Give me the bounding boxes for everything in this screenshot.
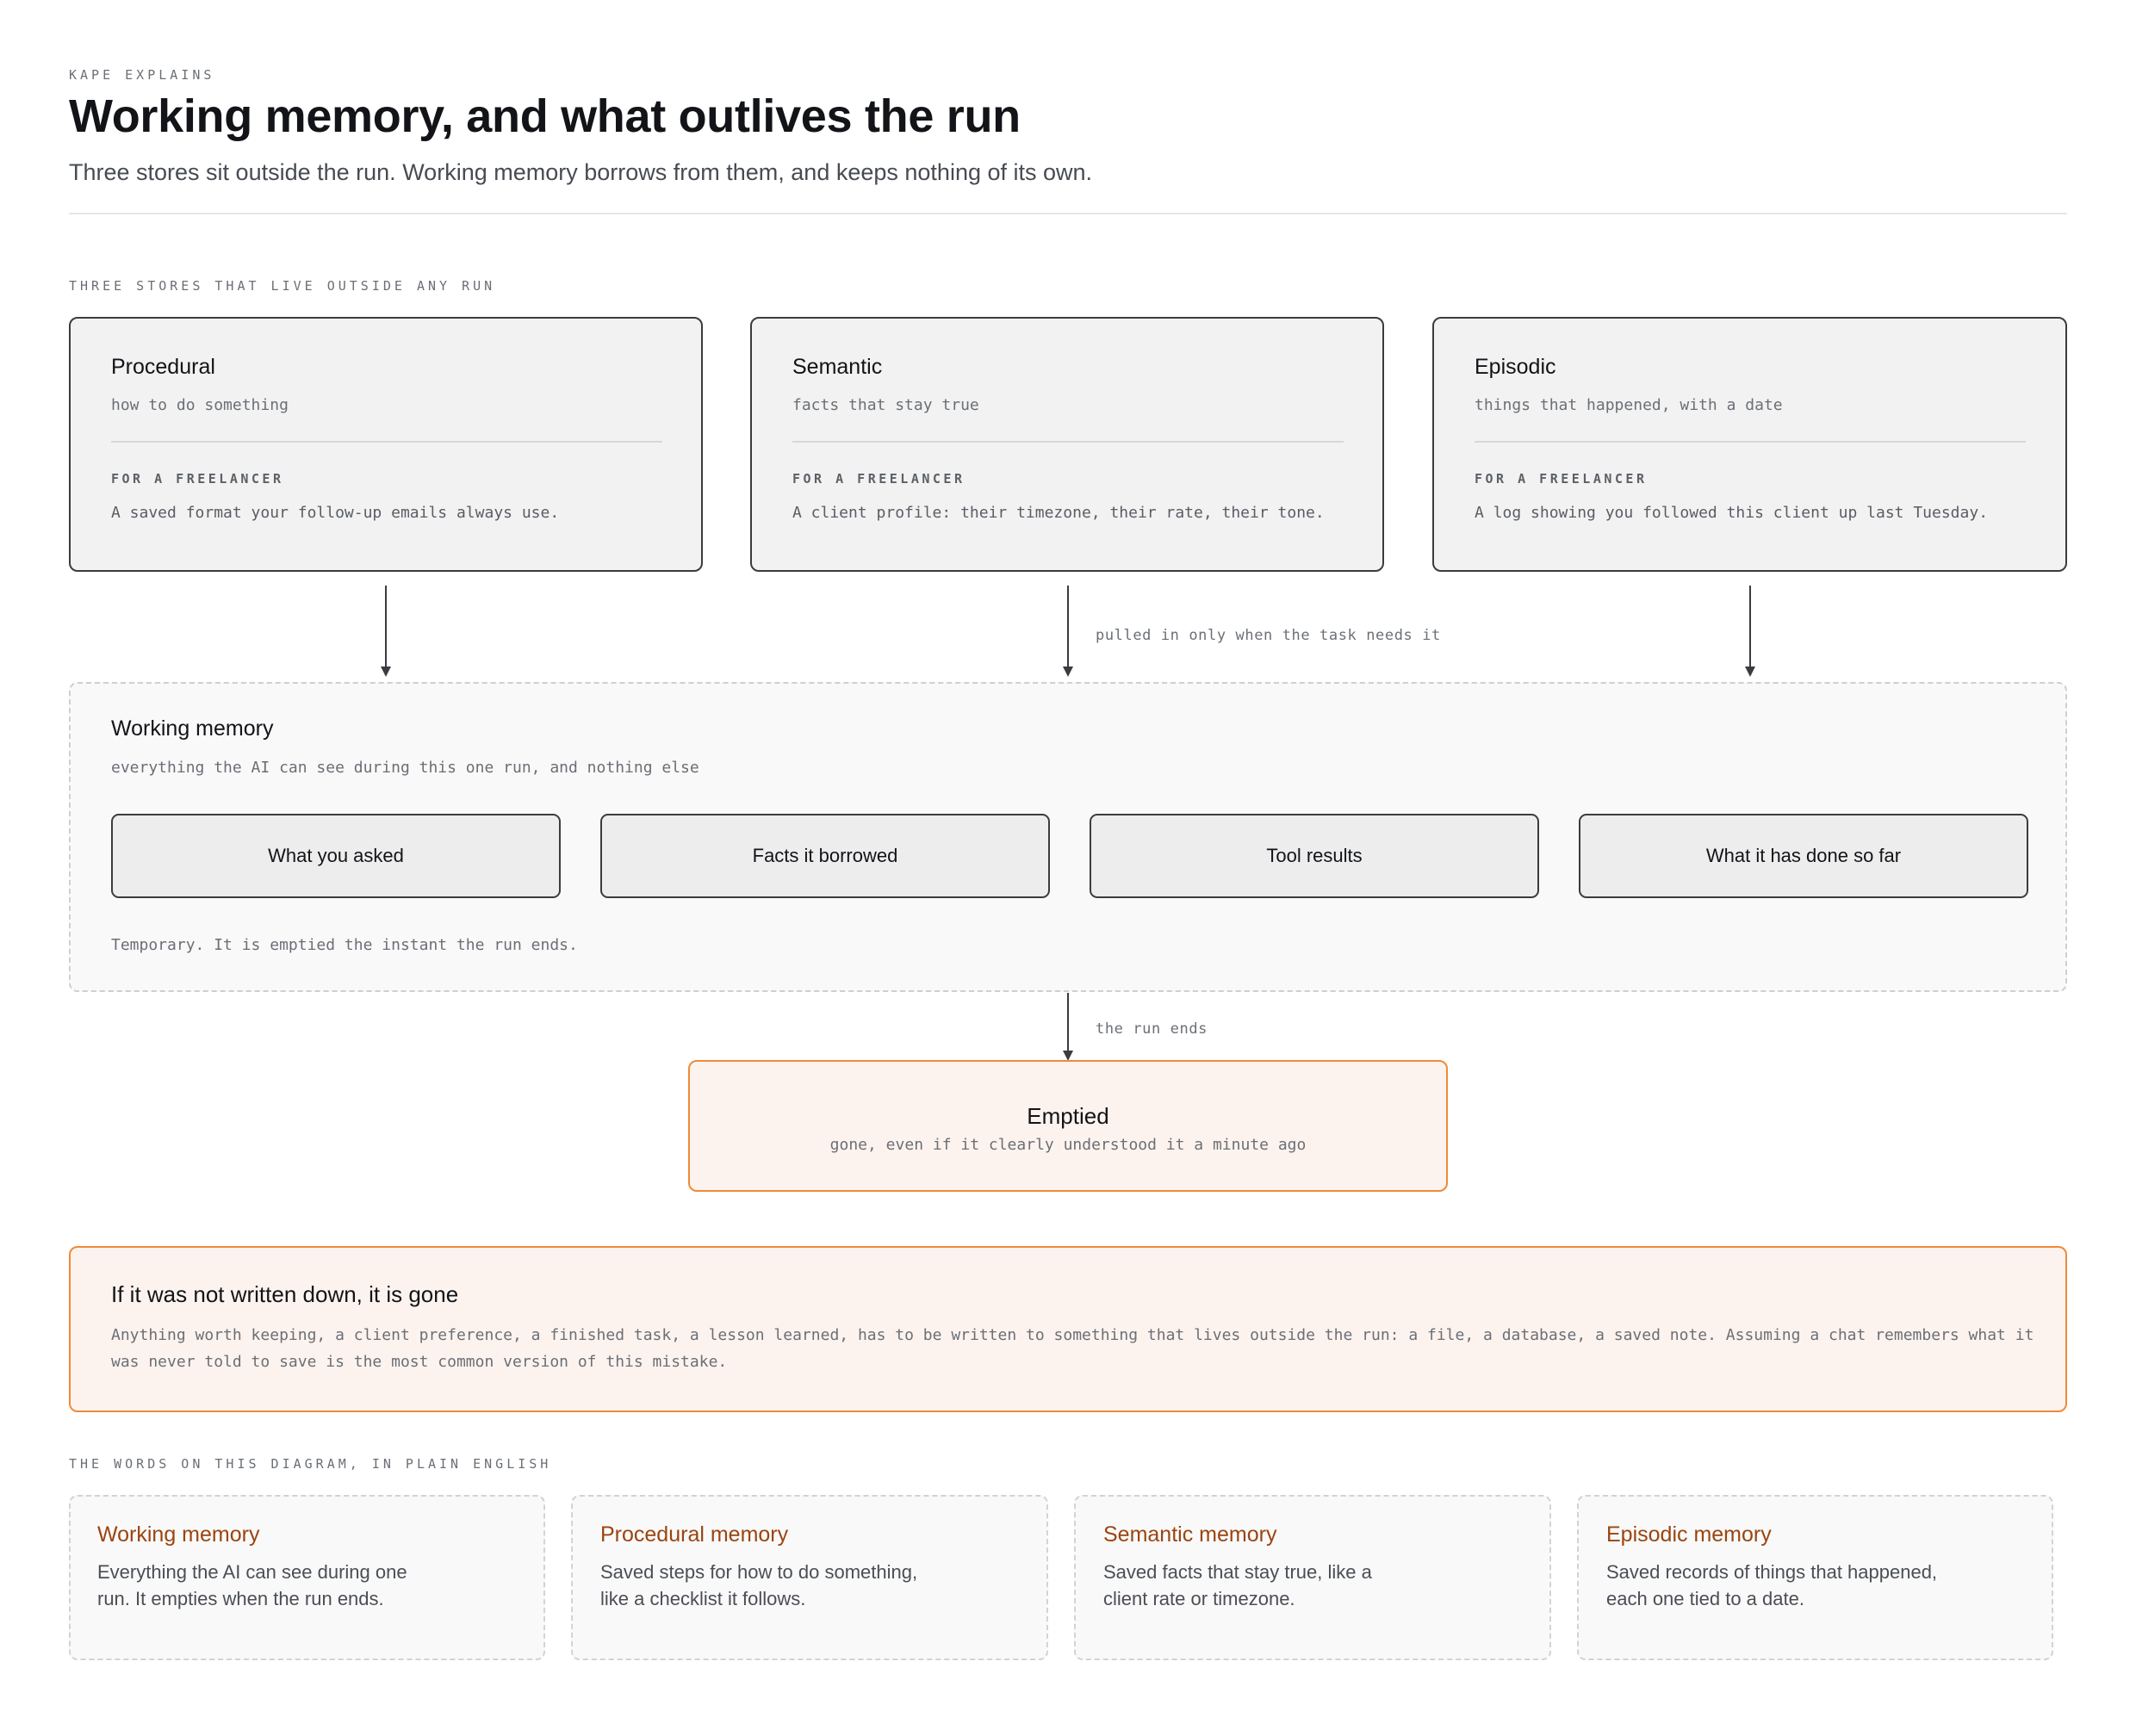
working-memory-footer: Temporary. It is emptied the instant the…: [111, 936, 578, 954]
working-memory-title: Working memory: [111, 716, 274, 741]
store-card-procedural: Procedural how to do something FOR A FRE…: [69, 317, 703, 572]
store-example-label: FOR A FREELANCER: [111, 471, 284, 487]
glossary-card-procedural: Procedural memory Saved steps for how to…: [571, 1495, 1048, 1660]
header-divider: [69, 213, 2067, 214]
glossary-card-episodic: Episodic memory Saved records of things …: [1577, 1495, 2053, 1660]
store-example: A saved format your follow-up emails alw…: [111, 504, 560, 522]
store-divider: [792, 441, 1344, 443]
store-example-label: FOR A FREELANCER: [1475, 471, 1648, 487]
chip-tool-results: Tool results: [1090, 814, 1539, 898]
glossary-definition: Saved records of things that happened, e…: [1606, 1561, 1938, 1609]
emptied-subtitle: gone, even if it clearly understood it a…: [829, 1136, 1307, 1154]
glossary-term: Procedural memory: [600, 1522, 789, 1547]
glossary-section-label: THE WORDS ON THIS DIAGRAM, IN PLAIN ENGL…: [69, 1456, 552, 1472]
store-divider: [1475, 441, 2026, 443]
glossary-term: Semantic memory: [1103, 1522, 1277, 1547]
kicker: KAPE EXPLAINS: [69, 67, 215, 83]
arrowhead-procedural: [381, 666, 391, 677]
page-title: Working memory, and what outlives the ru…: [69, 90, 1021, 142]
glossary-card-working: Working memory Everything the AI can see…: [69, 1495, 545, 1660]
emptied-box: Emptied gone, even if it clearly underst…: [688, 1060, 1448, 1192]
glossary-card-semantic: Semantic memory Saved facts that stay tr…: [1074, 1495, 1551, 1660]
glossary-definition: Saved steps for how to do something, lik…: [600, 1561, 918, 1609]
store-tagline: facts that stay true: [792, 396, 979, 414]
chip-what-you-asked: What you asked: [111, 814, 561, 898]
page-subtitle: Three stores sit outside the run. Workin…: [69, 159, 1093, 185]
store-example: A client profile: their timezone, their …: [792, 504, 1325, 522]
store-name: Episodic: [1475, 355, 1556, 379]
arrowhead-episodic: [1745, 666, 1755, 677]
store-tagline: how to do something: [111, 396, 289, 414]
glossary-definition: Saved facts that stay true, like a clien…: [1103, 1561, 1372, 1609]
glossary-definition: Everything the AI can see during one run…: [97, 1561, 407, 1609]
emptied-title: Emptied: [1027, 1103, 1109, 1129]
arrowhead-semantic: [1063, 666, 1073, 677]
store-tagline: things that happened, with a date: [1475, 396, 1783, 414]
glossary-term: Working memory: [97, 1522, 260, 1547]
store-example: A log showing you followed this client u…: [1475, 504, 1989, 522]
arrowhead-emptied: [1063, 1051, 1073, 1061]
store-name: Semantic: [792, 355, 883, 379]
store-example-label: FOR A FREELANCER: [792, 471, 966, 487]
store-divider: [111, 441, 662, 443]
store-name: Procedural: [111, 355, 215, 379]
glossary-term: Episodic memory: [1606, 1522, 1772, 1547]
chip-done-so-far: What it has done so far: [1579, 814, 2028, 898]
working-memory-tagline: everything the AI can see during this on…: [111, 759, 699, 777]
store-card-semantic: Semantic facts that stay true FOR A FREE…: [750, 317, 1384, 572]
warning-callout: If it was not written down, it is gone A…: [69, 1246, 2067, 1412]
warning-title: If it was not written down, it is gone: [111, 1281, 459, 1307]
working-memory-panel: Working memory everything the AI can see…: [69, 682, 2067, 992]
store-card-episodic: Episodic things that happened, with a da…: [1432, 317, 2067, 572]
warning-body: Anything worth keeping, a client prefere…: [111, 1326, 2034, 1371]
pull-label: pulled in only when the task needs it: [1096, 627, 1441, 644]
run-ends-label: the run ends: [1096, 1020, 1208, 1038]
chip-facts-borrowed: Facts it borrowed: [600, 814, 1050, 898]
stores-section-label: THREE STORES THAT LIVE OUTSIDE ANY RUN: [69, 278, 496, 294]
